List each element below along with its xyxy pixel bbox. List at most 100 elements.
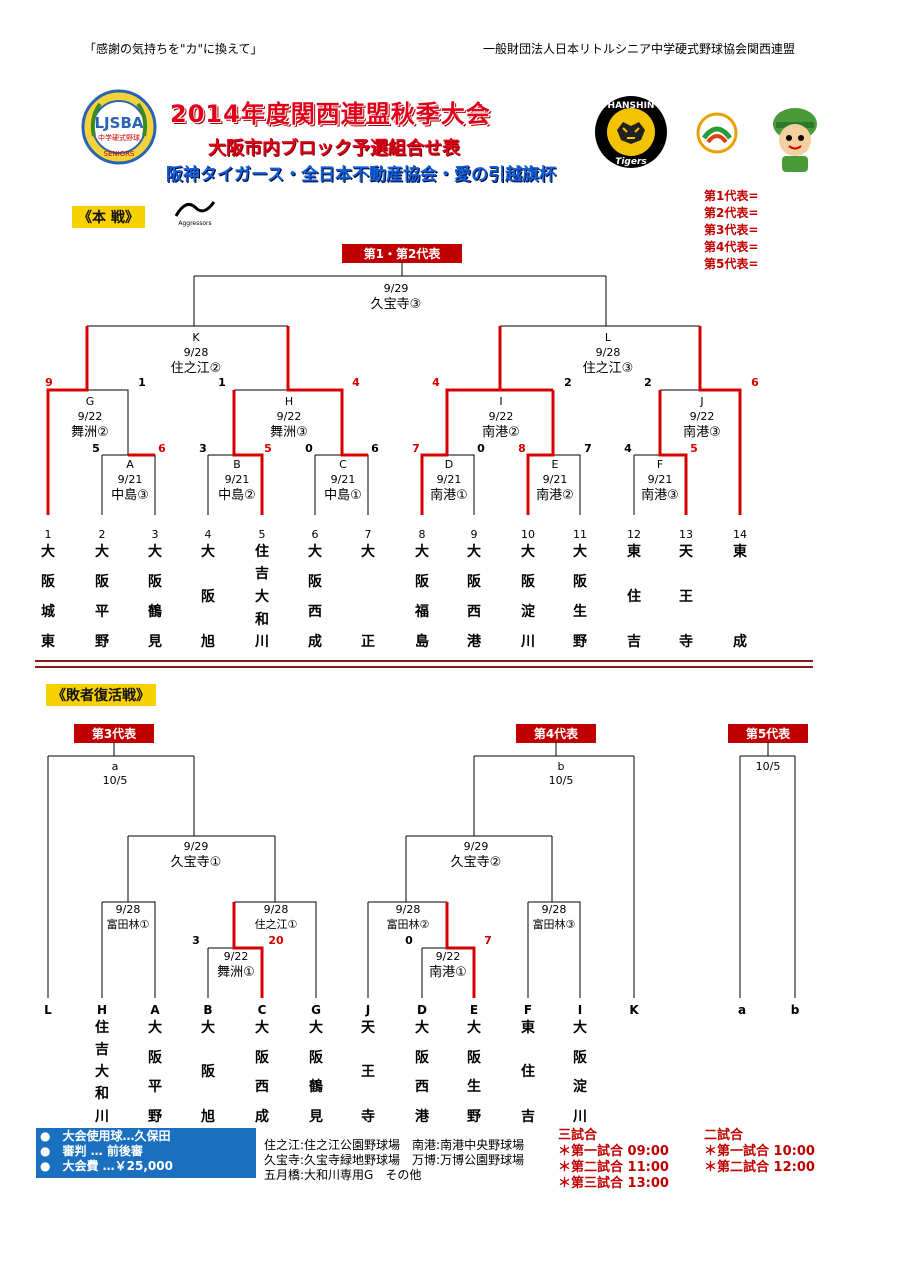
svg-text:HANSHIN: HANSHIN xyxy=(608,101,655,111)
svg-text:b: b xyxy=(791,1003,800,1017)
svg-text:住之江③: 住之江③ xyxy=(583,361,634,376)
svg-text:大: 大 xyxy=(201,1019,215,1036)
svg-text:住之江②: 住之江② xyxy=(171,361,222,376)
svg-text:B: B xyxy=(233,458,241,471)
svg-text:川: 川 xyxy=(254,634,269,650)
svg-text:D: D xyxy=(417,1003,427,1017)
svg-text:9/29: 9/29 xyxy=(384,282,409,295)
svg-text:城: 城 xyxy=(41,603,55,620)
svg-text:F: F xyxy=(657,458,663,471)
svg-text:和: 和 xyxy=(95,1086,109,1102)
svg-text:大: 大 xyxy=(148,1019,162,1036)
svg-text:和: 和 xyxy=(255,612,269,628)
svg-text:阪: 阪 xyxy=(41,574,56,590)
svg-text:G: G xyxy=(86,395,95,408)
sub-title: 大阪市内ブロック予選組合せ表 xyxy=(208,138,460,159)
svg-text:西: 西 xyxy=(415,1079,429,1095)
svg-text:2: 2 xyxy=(644,376,652,389)
svg-text:7: 7 xyxy=(584,442,592,455)
svg-text:Tigers: Tigers xyxy=(615,157,647,167)
svg-text:0: 0 xyxy=(305,442,313,455)
svg-text:淀: 淀 xyxy=(573,1078,588,1095)
svg-text:14: 14 xyxy=(733,528,747,541)
svg-text:住: 住 xyxy=(255,543,269,560)
svg-text:大: 大 xyxy=(573,1019,587,1036)
svg-text:9/28: 9/28 xyxy=(542,903,567,916)
svg-text:淀: 淀 xyxy=(521,603,536,620)
svg-text:大: 大 xyxy=(415,543,429,560)
svg-text:見: 見 xyxy=(308,1109,323,1125)
two-game-schedule: 二試合 ＊第一試合 10:00 ＊第二試合 12:00 xyxy=(704,1128,815,1175)
svg-text:寺: 寺 xyxy=(679,634,693,650)
cup-title: 阪神タイガース・全日本不動産協会・愛の引越旗杯 xyxy=(166,165,557,185)
svg-text:C: C xyxy=(258,1003,267,1017)
svg-text:9/21: 9/21 xyxy=(543,473,568,486)
svg-text:正: 正 xyxy=(361,634,375,650)
svg-text:野: 野 xyxy=(95,634,109,650)
rep-5: 第5代表= xyxy=(704,257,759,271)
svg-text:川: 川 xyxy=(94,1109,109,1125)
svg-text:天: 天 xyxy=(679,544,694,560)
svg-text:3: 3 xyxy=(192,934,200,947)
representatives-list: 第1代表= 第2代表= 第3代表= 第4代表= 第5代表= xyxy=(704,188,758,273)
svg-text:13: 13 xyxy=(679,528,693,541)
svg-text:H: H xyxy=(285,395,293,408)
ljsba-logo: LJSBA 中学硬式野球 SENIORS xyxy=(80,88,158,166)
svg-text:阪: 阪 xyxy=(467,1050,482,1066)
slogan: 「感謝の気持ちを"カ"に換えて」 xyxy=(84,42,263,56)
svg-text:大: 大 xyxy=(415,1019,429,1036)
main-bracket: 9/29 久宝寺③ K 9/28 住之江② L 9/28 住之江③ G 9/22… xyxy=(35,262,813,668)
svg-text:J: J xyxy=(699,395,703,408)
fourth-rep-tag: 第4代表 xyxy=(516,724,596,743)
svg-text:西: 西 xyxy=(255,1079,269,1095)
svg-text:野: 野 xyxy=(467,1109,481,1125)
svg-text:9/28: 9/28 xyxy=(596,346,621,359)
svg-text:阪: 阪 xyxy=(521,574,536,590)
svg-text:東: 東 xyxy=(41,633,55,650)
svg-text:住之江①: 住之江① xyxy=(255,917,298,931)
svg-text:川: 川 xyxy=(520,634,535,650)
svg-text:5: 5 xyxy=(259,528,266,541)
svg-text:富田林①: 富田林① xyxy=(107,917,150,931)
three-game-schedule: 三試合 ＊第一試合 09:00 ＊第二試合 11:00 ＊第三試合 13:00 xyxy=(558,1128,669,1191)
svg-text:9/22: 9/22 xyxy=(690,410,715,423)
svg-text:B: B xyxy=(203,1003,212,1017)
svg-text:b: b xyxy=(558,760,565,773)
svg-text:I: I xyxy=(499,395,502,408)
svg-text:阪: 阪 xyxy=(467,574,482,590)
svg-text:0: 0 xyxy=(405,934,413,947)
svg-text:7: 7 xyxy=(365,528,372,541)
svg-text:舞洲③: 舞洲③ xyxy=(270,425,308,440)
svg-text:5: 5 xyxy=(92,442,100,455)
info-fee: 大会費 …￥25,000 xyxy=(62,1159,174,1173)
svg-text:平: 平 xyxy=(148,1079,162,1095)
rep-4: 第4代表= xyxy=(704,240,759,254)
svg-text:吉: 吉 xyxy=(95,1041,109,1058)
svg-text:20: 20 xyxy=(268,934,284,947)
svg-text:L: L xyxy=(44,1003,52,1017)
svg-text:中島③: 中島③ xyxy=(111,488,149,503)
svg-text:6: 6 xyxy=(158,442,166,455)
svg-text:大: 大 xyxy=(201,543,215,560)
svg-text:Aggressors: Aggressors xyxy=(178,220,211,227)
svg-text:舞洲①: 舞洲① xyxy=(217,965,255,980)
svg-text:野: 野 xyxy=(148,1109,162,1125)
svg-text:9: 9 xyxy=(45,376,53,389)
svg-text:2: 2 xyxy=(564,376,572,389)
organization-name: 一般財団法人日本リトルシニア中学硬式野球協会関西連盟 xyxy=(483,42,796,56)
svg-text:阪: 阪 xyxy=(573,1050,588,1066)
svg-text:阪: 阪 xyxy=(415,1050,430,1066)
svg-text:住: 住 xyxy=(521,1063,535,1080)
svg-text:久宝寺②: 久宝寺② xyxy=(451,855,502,870)
svg-text:J: J xyxy=(365,1003,370,1017)
svg-text:0: 0 xyxy=(477,442,485,455)
svg-text:住: 住 xyxy=(627,588,641,605)
svg-text:富田林③: 富田林③ xyxy=(533,917,576,931)
rep-2: 第2代表= xyxy=(704,206,759,220)
svg-text:9/28: 9/28 xyxy=(264,903,289,916)
svg-text:港: 港 xyxy=(415,1108,430,1125)
svg-text:7: 7 xyxy=(484,934,492,947)
svg-text:富田林②: 富田林② xyxy=(387,917,430,931)
svg-text:寺: 寺 xyxy=(361,1109,375,1125)
svg-text:東: 東 xyxy=(627,543,641,560)
